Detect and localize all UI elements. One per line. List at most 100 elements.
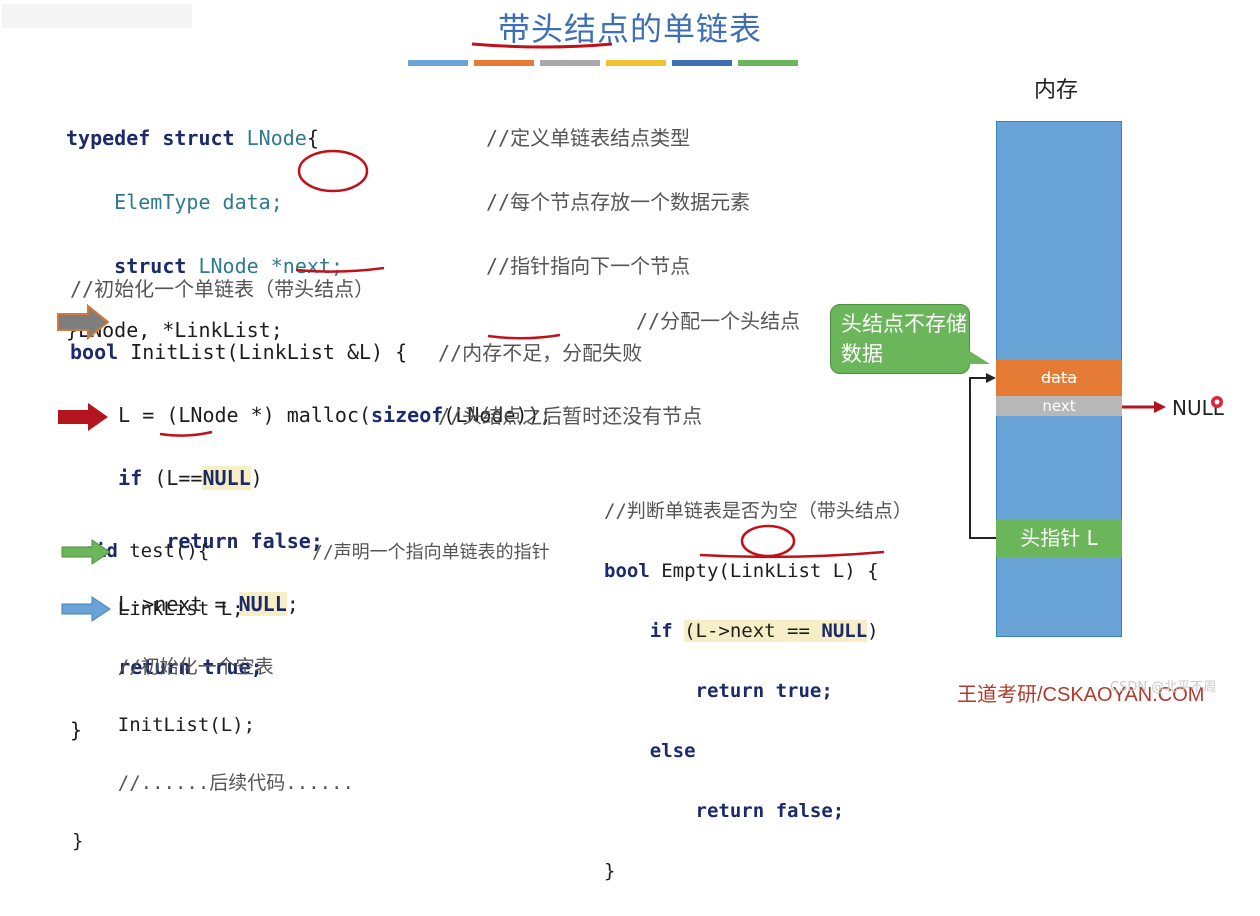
- code-line: if (L==NULL): [70, 463, 552, 495]
- code-text: {: [306, 126, 319, 150]
- keyword: struct: [114, 254, 187, 278]
- keyword: return: [118, 654, 191, 679]
- blue-arrow-icon: [61, 596, 111, 622]
- code-text: (LNode));: [443, 402, 552, 427]
- comment-alloc: //分配一个头结点: [636, 309, 801, 333]
- code-line: return false;: [70, 526, 552, 558]
- next-circle-mark: [297, 149, 369, 193]
- comment-if: //内存不足，分配失败: [438, 341, 643, 365]
- code-text: L->next =: [118, 591, 239, 616]
- code-comment: //定义单链表结点类型: [486, 126, 691, 150]
- code-text: }: [604, 860, 616, 882]
- code-line: }: [72, 827, 354, 856]
- code-comment: //......后续代码......: [117, 772, 354, 794]
- keyword: return: [166, 528, 239, 553]
- code-line: }: [604, 856, 912, 886]
- keyword: if: [118, 465, 143, 490]
- code-text: LinkList L;: [117, 598, 244, 620]
- code-comment: //每个节点存放一个数据元素: [486, 190, 751, 214]
- code-comment: //初始化一个单链表（带头结点）: [70, 276, 375, 301]
- head-node-next-cell: next: [996, 396, 1122, 416]
- comment-declare: //声明一个指向单链表的指针: [312, 542, 550, 563]
- head-pointer-arrow-icon: [986, 373, 996, 383]
- code-text: Empty(LinkList L) {: [661, 560, 879, 582]
- code-line: L = (LNode *) malloc(sizeof(LNode));: [70, 400, 552, 432]
- code-text: *next;: [270, 254, 343, 278]
- comment-next: //头结点之后暂时还没有节点: [438, 404, 703, 428]
- page-title: 带头结点的单链表: [497, 10, 762, 48]
- empty-underline-mark: [699, 550, 885, 559]
- keyword: true;: [202, 654, 263, 679]
- watermark: 王道考研/CSKAOYAN.COM: [957, 684, 1205, 706]
- code-line: typedef struct LNode{: [66, 122, 343, 154]
- keyword: if: [649, 620, 673, 642]
- code-line: return true;: [604, 676, 912, 706]
- keyword: struct: [162, 126, 235, 150]
- comment-underline-mark: [295, 266, 385, 273]
- keyword: typedef: [66, 126, 151, 150]
- code-line: InitList(L);: [72, 711, 354, 740]
- keyword: false;: [775, 800, 845, 822]
- keyword: bool: [70, 339, 119, 364]
- code-text: (L->next ==: [684, 620, 822, 642]
- title-color-bars: [408, 60, 798, 66]
- keyword: NULL: [238, 591, 287, 616]
- head-node-callout: 头结点不存储数据: [830, 304, 970, 374]
- code-comment: //初始化一个空表: [117, 656, 274, 678]
- red-arrow-icon: [58, 403, 108, 431]
- memory-label: 内存: [1034, 78, 1079, 103]
- keyword: NULL: [202, 465, 251, 490]
- head-pointer-cell: 头指针 L: [996, 519, 1122, 557]
- struct-comments: //定义单链表结点类型 //每个节点存放一个数据元素 //指针指向下一个节点: [486, 90, 750, 314]
- title-underline-mark: [471, 42, 613, 49]
- code-line: return false;: [604, 796, 912, 826]
- code-comment: //判断单链表是否为空（带头结点）: [604, 500, 912, 522]
- code-line: bool Empty(LinkList L) {: [604, 556, 912, 586]
- struct-definition: typedef struct LNode{ ElemType data; str…: [66, 90, 343, 378]
- title-bar: [606, 60, 666, 66]
- keyword: return: [695, 800, 765, 822]
- corner-logo: [2, 4, 192, 28]
- code-line: if (L->next == NULL): [604, 616, 912, 646]
- keyword: bool: [604, 560, 650, 582]
- title-bar: [672, 60, 732, 66]
- code-text: ): [250, 465, 263, 490]
- code-line: ElemType data;: [66, 186, 343, 218]
- code-text: ;: [286, 591, 299, 616]
- annotation-overlay: [57, 42, 1223, 622]
- code-line: LinkList L;: [72, 595, 354, 624]
- title-bar: [738, 60, 798, 66]
- lnode-underline-mark: [487, 333, 561, 340]
- code-text: ): [867, 620, 879, 642]
- head-pointer-link: [969, 377, 996, 539]
- code-text: data;: [222, 190, 283, 214]
- head-node-data-cell: data: [996, 360, 1122, 396]
- keyword: else: [649, 740, 696, 762]
- next-underline-mark: [159, 430, 213, 437]
- code-text: test(){: [129, 540, 210, 562]
- keyword: false;: [250, 528, 323, 553]
- green-arrow-icon: [61, 539, 111, 565]
- keyword: NULL: [821, 620, 868, 642]
- code-line: //......后续代码......: [72, 769, 354, 798]
- keyword: return: [695, 680, 765, 702]
- code-text: InitList(L);: [117, 714, 256, 736]
- cursor-dot-inner: [1214, 399, 1220, 405]
- code-text: L = (LNode *) malloc(: [118, 402, 372, 427]
- empty-next-circle-mark: [740, 524, 796, 558]
- code-line: L->next = NULL;: [70, 589, 552, 621]
- callout-pointer: [968, 350, 990, 364]
- next-null-arrow-icon: [1154, 401, 1166, 413]
- grey-arrow-icon: [57, 303, 110, 341]
- title-bar: [474, 60, 534, 66]
- code-line: struct LNode *next;: [66, 250, 343, 282]
- keyword: true;: [775, 680, 833, 702]
- code-text: (L==: [154, 465, 203, 490]
- empty-function: //判断单链表是否为空（带头结点） bool Empty(LinkList L)…: [604, 466, 912, 916]
- type-name: LNode: [246, 126, 307, 150]
- type-name: LNode: [198, 254, 259, 278]
- code-text: InitList(LinkList &L) {: [130, 339, 408, 364]
- code-line: //初始化一个空表: [72, 653, 354, 682]
- code-line: return true;: [70, 652, 552, 684]
- title-bar: [540, 60, 600, 66]
